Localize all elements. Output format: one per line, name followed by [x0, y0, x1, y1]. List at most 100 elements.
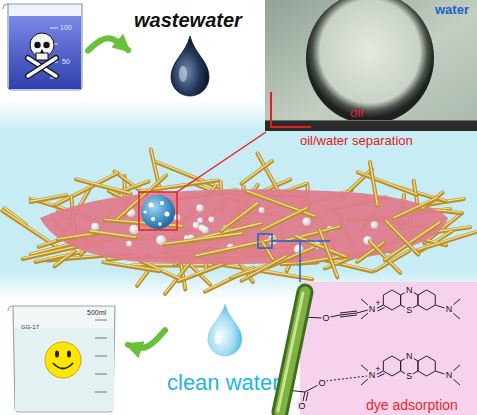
scale-mark — [95, 320, 107, 321]
chemical-bond — [302, 317, 322, 318]
scale-mark — [95, 392, 107, 393]
particle — [129, 225, 139, 235]
beaker-glass — [8, 4, 82, 90]
fiber-body — [31, 195, 67, 202]
crossbone — [28, 58, 56, 76]
node-text: clean water — [167, 372, 280, 394]
molecule-group — [286, 290, 460, 401]
fiber-highlight — [104, 262, 160, 271]
fiber-highlight — [370, 161, 377, 205]
node-text: GG-17 — [21, 324, 39, 330]
zoom-box — [139, 192, 177, 230]
fiber — [287, 226, 340, 240]
fiber-highlight — [90, 231, 136, 237]
smiley-eye — [67, 351, 71, 358]
fiber — [296, 236, 346, 258]
fiber-highlight — [76, 179, 130, 193]
membrane-sheet — [40, 189, 448, 264]
fiber — [386, 221, 418, 255]
node-outline — [265, 0, 477, 152]
aromatic-ring — [401, 356, 418, 376]
chemical-bond — [340, 311, 357, 313]
clean-water-drop: clean water — [165, 300, 285, 408]
fiber-highlight — [221, 203, 257, 230]
aromatic-ring — [418, 356, 435, 376]
fiber — [418, 223, 477, 251]
fiber-body — [370, 241, 400, 273]
aromatic-ring — [418, 290, 435, 310]
fiber-body — [261, 208, 306, 230]
ball-dot — [149, 203, 154, 208]
chemical-bond — [453, 313, 460, 319]
substrate-edge — [265, 120, 477, 121]
node-text: 500ml — [87, 309, 106, 316]
ball-dot — [160, 201, 164, 205]
substrate — [265, 120, 477, 131]
fiber-body — [242, 161, 272, 183]
fiber-highlight — [394, 197, 437, 217]
fiber — [31, 194, 67, 202]
scale-mark — [50, 28, 58, 29]
fiber — [90, 231, 136, 238]
fiber-body — [242, 257, 287, 281]
scale-bar — [271, 92, 311, 127]
skull-nose — [40, 49, 44, 53]
chemical-bond — [326, 376, 367, 381]
fiber-highlight — [261, 208, 306, 230]
ball-dot — [158, 222, 162, 226]
particle — [371, 221, 378, 228]
fiber-highlight — [370, 241, 400, 273]
skull-eye — [43, 42, 49, 48]
node-text: dye adsorption — [366, 398, 458, 412]
scale-mark — [95, 338, 107, 339]
fiber-body — [165, 234, 242, 245]
crossbone — [28, 58, 56, 76]
smiley-symbol — [45, 342, 81, 378]
flow-arrow — [128, 330, 165, 348]
fiber — [151, 149, 162, 201]
tube-highlight — [278, 293, 303, 411]
fiber-body — [320, 230, 338, 277]
fiber-body — [296, 237, 346, 258]
chemical-bond — [361, 379, 368, 385]
fiber-body — [370, 162, 377, 206]
fiber-highlight — [31, 194, 67, 201]
chemical-bond — [340, 313, 357, 315]
fiber-highlight — [165, 233, 242, 244]
skull-jaw — [36, 53, 48, 60]
particle — [303, 217, 311, 225]
fiber — [221, 203, 257, 231]
chemical-bond — [361, 365, 368, 371]
fiber-highlight — [386, 221, 418, 254]
chemical-bond — [435, 305, 444, 308]
methylene-blue-molecule — [361, 356, 460, 385]
fiber — [298, 255, 345, 263]
chemical-bond — [361, 313, 368, 319]
chemical-bond — [361, 299, 368, 305]
fiber-highlight — [242, 160, 272, 182]
fiber — [261, 208, 306, 231]
fiber — [76, 179, 130, 194]
node-text: water — [435, 3, 469, 16]
fiber-highlight — [296, 236, 346, 257]
fiber-highlight — [298, 255, 345, 263]
aromatic-ring — [401, 290, 418, 310]
smiley-face — [45, 342, 81, 378]
node-text: 100 — [60, 24, 72, 31]
fiber-body — [104, 262, 160, 271]
fiber — [104, 262, 160, 272]
fiber-highlight — [358, 172, 417, 194]
wastewater-drop: wastewater — [128, 2, 253, 102]
chemical-bond — [378, 374, 385, 378]
chemical-bond — [377, 305, 384, 309]
smiley-eye — [55, 351, 59, 358]
crossbone — [28, 58, 56, 76]
particle — [201, 226, 208, 233]
fiber-body — [55, 251, 75, 266]
water-background — [0, 100, 477, 300]
fiber — [370, 241, 400, 273]
oil-droplet — [306, 0, 434, 124]
chemical-bond — [435, 371, 444, 374]
fiber-body — [394, 198, 437, 218]
